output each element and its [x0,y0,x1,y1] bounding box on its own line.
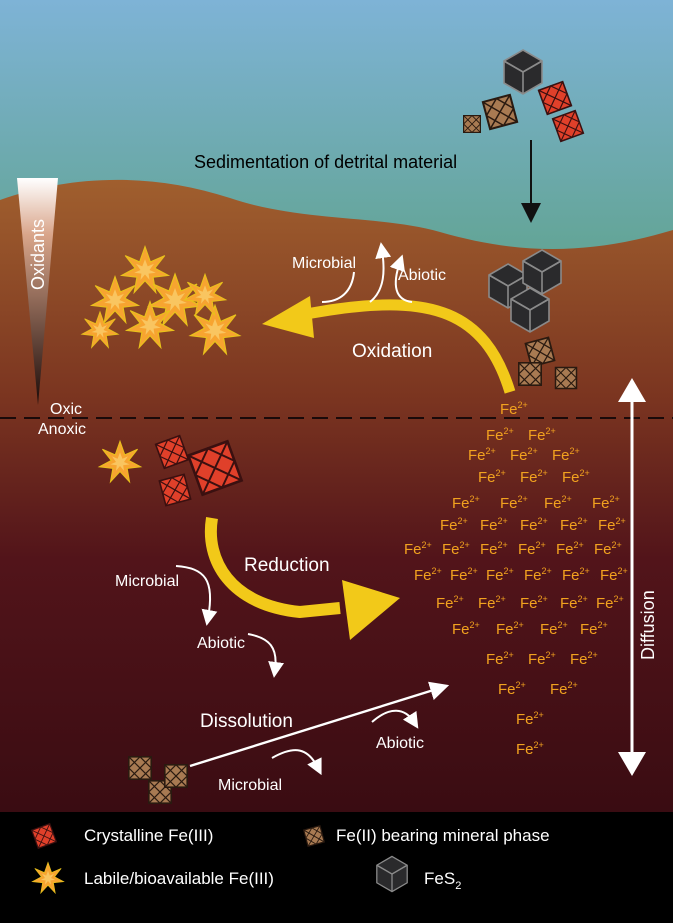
fe2-ion-label: Fe2+ [496,620,524,638]
fe2-ion-label: Fe2+ [580,620,608,638]
legend-fes2-sub: 2 [455,880,461,892]
fe2-ion-label: Fe2+ [528,650,556,668]
fe2-ion-label: Fe2+ [480,540,508,558]
dissolution-arrow [189,681,450,768]
microbial-low-arrow [271,749,322,776]
fe2-mineral-icon [554,366,578,390]
legend-fe2-label: Fe(II) bearing mineral phase [336,826,550,845]
abiotic-low-label: Abiotic [376,735,424,752]
oxic-label: Oxic [50,401,82,418]
sediment [0,179,673,812]
fe2-ion-label: Fe2+ [562,566,590,584]
sedimentation-label: Sedimentation of detrital material [194,152,457,172]
fe2-ion-label: Fe2+ [520,516,548,534]
oxidation-arrowhead [262,296,314,338]
microbial-mid-label: Microbial [115,573,179,590]
fe2-ion-label: Fe2+ [524,566,552,584]
abiotic-mid-arrow [247,633,285,678]
fe2-ion-label: Fe2+ [596,594,624,612]
fe2-mineral-icon [481,93,519,131]
fe2-ion-label: Fe2+ [452,620,480,638]
fe2-ion-label: Fe2+ [414,566,442,584]
fe2-ion-label: Fe2+ [498,680,526,698]
fe2-ion-label: Fe2+ [486,566,514,584]
fe2-ion-label: Fe2+ [510,446,538,464]
microbial-low-label: Microbial [218,777,282,794]
fe2-ion-label: Fe2+ [440,516,468,534]
fe2-ion-label: Fe2+ [520,468,548,486]
oxidants-label: Oxidants [28,219,48,290]
fe2-ion-label: Fe2+ [518,540,546,558]
reduction-label: Reduction [244,555,330,576]
fe2-ion-label: Fe2+ [450,566,478,584]
fe2-ion-label: Fe2+ [436,594,464,612]
fe2-ion-label: Fe2+ [486,426,514,444]
fe2-ion-label: Fe2+ [544,494,572,512]
microbial-top-label: Microbial [292,255,356,272]
dissolution-label: Dissolution [200,711,293,732]
fe2-ion-label: Fe2+ [562,468,590,486]
fe2-ion-label: Fe2+ [478,594,506,612]
diffusion-label: Diffusion [638,590,658,660]
microbial-mid-arrow [175,565,218,626]
fe2-ion-label: Fe2+ [540,620,568,638]
microbial-top-arrow [321,271,355,303]
fe2-ion-label: Fe2+ [480,516,508,534]
diffusion-arrowhead-down [618,752,646,776]
legend-panel [0,812,673,923]
fe2-ion-label: Fe2+ [556,540,584,558]
fe2-mineral-icon [303,825,325,847]
oxidants-wedge [17,178,58,405]
fe2-ion-label: Fe2+ [486,650,514,668]
fe2-ion-label: Fe2+ [552,446,580,464]
fe2-mineral-icon [463,114,481,133]
fe2-ion-label: Fe2+ [468,446,496,464]
legend-labile-label: Labile/bioavailable Fe(III) [84,869,274,888]
fe2-ion-label: Fe2+ [442,540,470,558]
fe2-ion-label: Fe2+ [560,516,588,534]
abiotic-low-arrow [371,709,419,729]
fe2-ion-label: Fe2+ [528,426,556,444]
fe2-ion-label: Fe2+ [570,650,598,668]
fe2-ion-label: Fe2+ [404,540,432,558]
fe2-ion-label: Fe2+ [550,680,578,698]
oxidation-arrow [299,299,516,394]
fe2-ion-label: Fe2+ [452,494,480,512]
reduction-arrow [204,517,341,619]
oxidation-label: Oxidation [352,341,432,362]
microbial-top-arrow [369,242,392,303]
fe2-ion-label: Fe2+ [516,710,544,728]
fe2-ion-label: Fe2+ [560,594,588,612]
diffusion-arrowhead-up [618,378,646,402]
fe2-mineral-icon [517,361,543,387]
fe2-ion-label: Fe2+ [500,494,528,512]
reduction-arrowhead [342,580,400,640]
fe2-ion-label: Fe2+ [520,594,548,612]
fe2-ion-label: Fe2+ [478,468,506,486]
fe2-ion-label: Fe2+ [500,400,528,418]
fe2-ion-label: Fe2+ [598,516,626,534]
abiotic-top-arrow [389,254,413,303]
fe2-ion-label: Fe2+ [600,566,628,584]
legend-fes2-base: FeS [424,869,455,888]
anoxic-label: Anoxic [38,421,86,438]
fe2-ion-cloud: Fe2+Fe2+Fe2+Fe2+Fe2+Fe2+Fe2+Fe2+Fe2+Fe2+… [404,400,628,758]
fe2-ion-label: Fe2+ [516,740,544,758]
abiotic-mid-label: Abiotic [197,635,245,652]
fe2-ion-label: Fe2+ [592,494,620,512]
abiotic-top-label: Abiotic [398,267,446,284]
fe2-ion-label: Fe2+ [594,540,622,558]
legend-fes2-label: FeS2 [424,869,461,892]
legend-crystalline-label: Crystalline Fe(III) [84,826,213,845]
